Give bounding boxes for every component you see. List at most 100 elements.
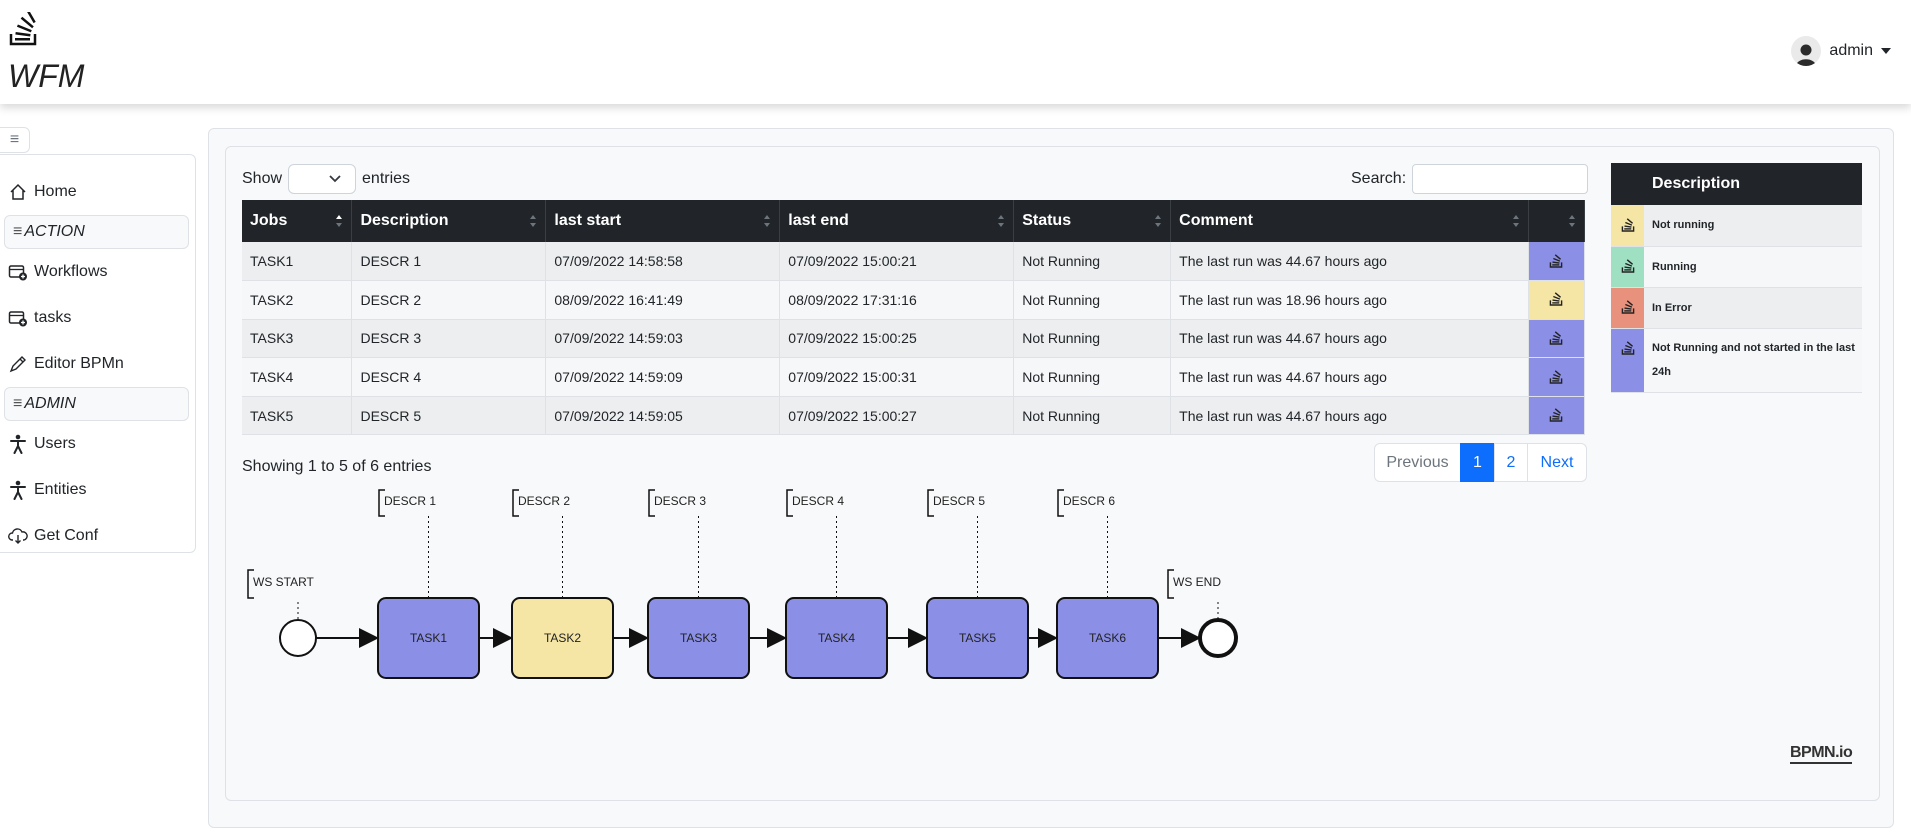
column-header-state[interactable]: [1528, 200, 1586, 242]
sidebar-item-workflows[interactable]: Workflows: [0, 249, 195, 295]
cell-last-end: 08/09/2022 17:31:16: [779, 280, 1015, 320]
cell-description: DESCR 4: [351, 357, 547, 397]
column-header-jobs[interactable]: Jobs: [242, 200, 353, 242]
sidebar-item-label: Get Conf: [34, 527, 99, 544]
cell-description: DESCR 2: [351, 280, 547, 320]
task-annotation-bracket: [927, 489, 934, 517]
column-header-last-end[interactable]: last end: [779, 200, 1015, 242]
search-input[interactable]: [1412, 164, 1589, 194]
sidebar-item-get-conf[interactable]: Get Conf: [0, 513, 195, 559]
cell-comment: The last run was 44.67 hours ago: [1170, 396, 1529, 436]
sidebar-section-action: ≡ACTION: [4, 215, 189, 249]
sort-icon: [530, 215, 537, 227]
user-menu[interactable]: admin: [1791, 36, 1891, 66]
task-label: TASK1: [410, 631, 447, 645]
hamburger-icon: ≡: [9, 131, 20, 148]
legend-label: Not Running and not started in the last …: [1644, 328, 1862, 393]
status-indicator: [1528, 396, 1586, 436]
legend-swatch: [1611, 246, 1644, 288]
table-info: Showing 1 to 5 of 6 entries: [242, 458, 432, 475]
legend-row: Not running: [1611, 205, 1862, 247]
hamburger-icon: ≡: [13, 223, 23, 240]
show-label: Show: [242, 170, 283, 187]
cell-last-start: 07/09/2022 14:59:03: [545, 319, 781, 359]
task-label: TASK5: [959, 631, 996, 645]
column-header-last-start[interactable]: last start: [545, 200, 781, 242]
sidebar-section-label: ACTION: [24, 223, 85, 240]
legend-row: In Error: [1611, 287, 1862, 329]
pagination-page-1[interactable]: 1: [1460, 443, 1495, 482]
task-annotation-bracket: [648, 489, 655, 517]
stack-icon: [1621, 259, 1635, 276]
hamburger-icon: ≡: [13, 395, 23, 412]
show-entries-control: Show entries: [242, 164, 410, 194]
sidebar-item-label: Editor BPMn: [34, 355, 124, 372]
column-header-description[interactable]: Description: [351, 200, 547, 242]
column-header-label: last end: [788, 212, 849, 229]
cell-job: TASK3: [242, 319, 353, 359]
column-header-label: Comment: [1179, 212, 1253, 229]
home-icon: [8, 182, 28, 202]
sort-icon: [998, 215, 1005, 227]
cell-last-start: 08/09/2022 16:41:49: [545, 280, 781, 320]
legend-header-title: Description: [1644, 163, 1862, 205]
top-header: WFM admin: [0, 0, 1911, 104]
column-header-comment[interactable]: Comment: [1170, 200, 1529, 242]
cell-last-end: 07/09/2022 15:00:21: [779, 242, 1015, 282]
cell-comment: The last run was 18.96 hours ago: [1170, 280, 1529, 320]
sort-icon: [764, 215, 771, 227]
cell-last-start: 07/09/2022 14:59:09: [545, 357, 781, 397]
sidebar-item-home[interactable]: Home: [0, 169, 195, 215]
task-label: TASK2: [544, 631, 581, 645]
sidebar-item-editor-bpmn[interactable]: Editor BPMn: [0, 341, 195, 387]
end-annotation-label: WS END: [1173, 575, 1221, 589]
cell-description: DESCR 3: [351, 319, 547, 359]
person-icon: [8, 434, 28, 454]
task-label: TASK4: [818, 631, 855, 645]
column-header-label: Jobs: [250, 212, 288, 229]
search-control: Search:: [1351, 164, 1589, 194]
cell-comment: The last run was 44.67 hours ago: [1170, 242, 1529, 282]
stack-icon: [1621, 300, 1635, 317]
sidebar-toggle-button[interactable]: ≡: [0, 127, 30, 153]
task-annotation-label: DESCR 4: [792, 494, 844, 508]
sidebar-item-tasks[interactable]: tasks: [0, 295, 195, 341]
task-annotation-bracket: [512, 489, 519, 517]
stack-icon: [1549, 369, 1563, 387]
pagination-previous-button[interactable]: Previous: [1374, 443, 1461, 482]
entries-select[interactable]: [288, 164, 357, 194]
sort-icon: [336, 215, 343, 227]
user-name: admin: [1829, 42, 1873, 59]
task-annotation-bracket: [1057, 489, 1064, 517]
sidebar-item-label: Users: [34, 435, 76, 452]
legend-row: Running: [1611, 246, 1862, 288]
start-annotation-label: WS START: [253, 575, 315, 589]
legend-label: In Error: [1644, 287, 1862, 329]
task-annotation-label: DESCR 1: [384, 494, 436, 508]
pen-icon: [8, 354, 28, 374]
stack-icon: [1549, 408, 1563, 425]
column-header-label: Status: [1022, 212, 1072, 229]
sidebar-item-users[interactable]: Users: [0, 421, 195, 467]
sidebar-item-entities[interactable]: Entities: [0, 467, 195, 513]
workflows-icon: [8, 262, 28, 282]
task-annotation-bracket: [378, 489, 385, 517]
pagination: Previous 1 2 Next: [1374, 443, 1587, 482]
pagination-next-button[interactable]: Next: [1527, 443, 1587, 482]
cell-job: TASK1: [242, 242, 353, 282]
sort-icon: [1155, 215, 1162, 227]
task-label: TASK6: [1089, 631, 1126, 645]
sort-icon: [1512, 215, 1519, 227]
task-annotation-label: DESCR 5: [933, 494, 985, 508]
column-header-status[interactable]: Status: [1013, 200, 1172, 242]
